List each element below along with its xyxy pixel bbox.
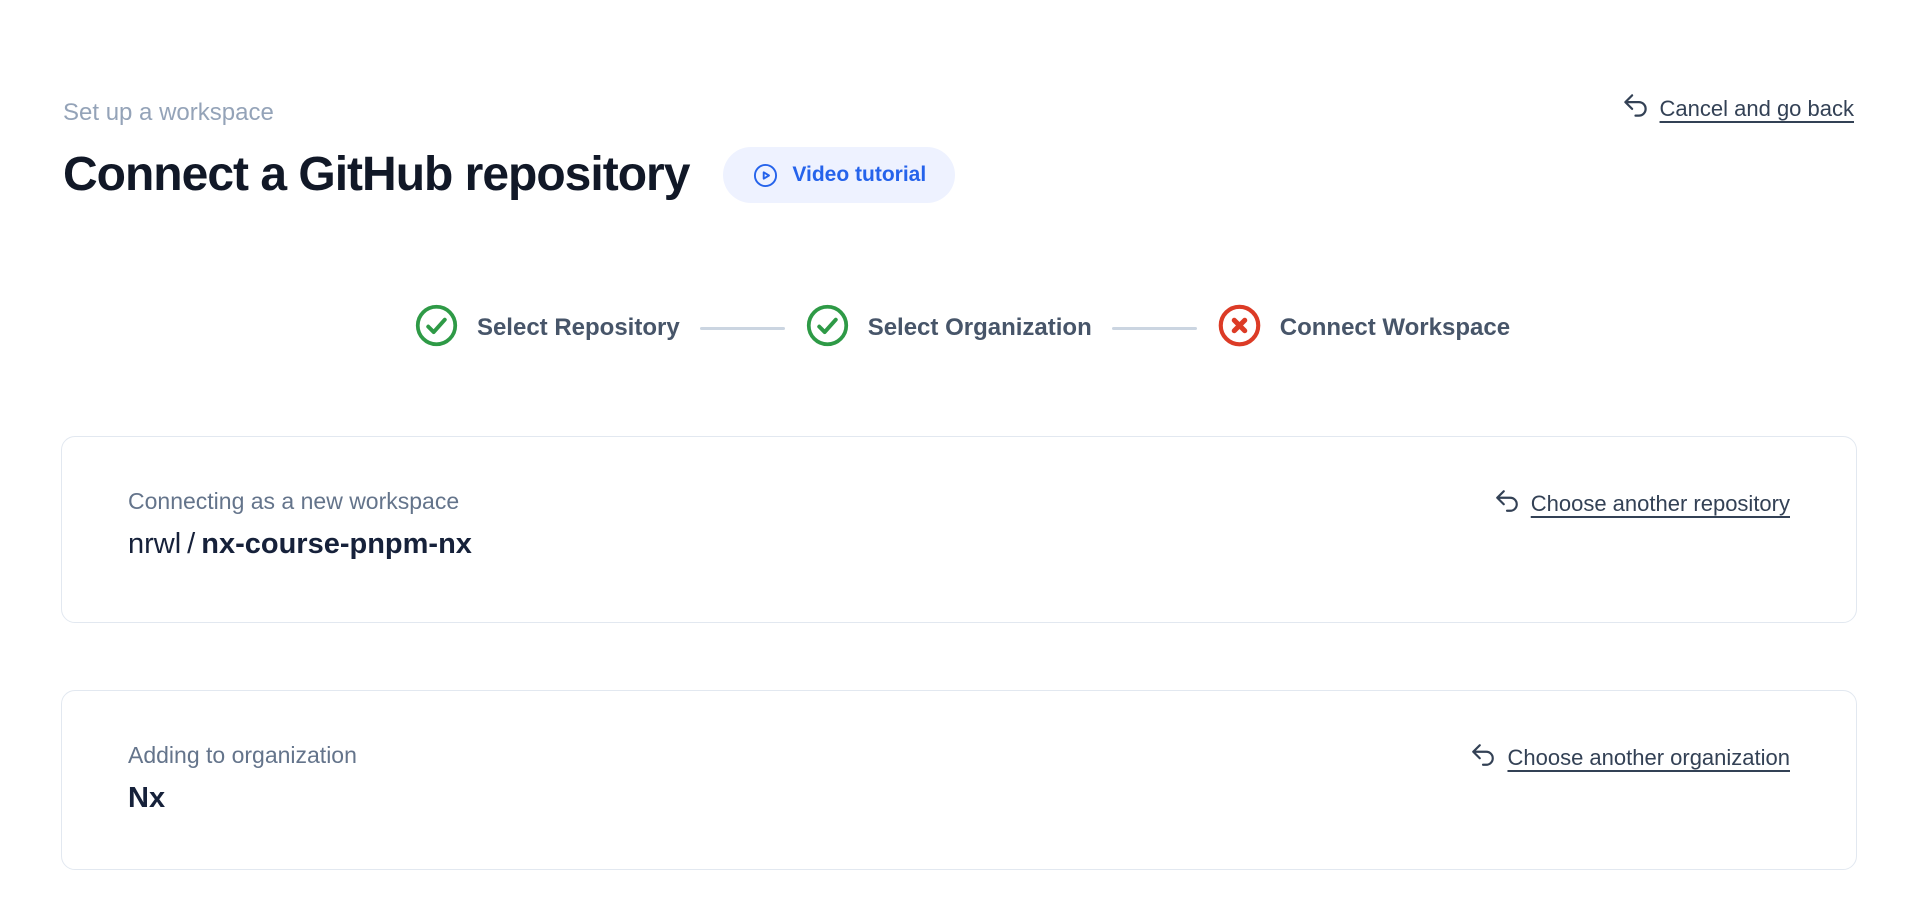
cancel-and-go-back-link[interactable]: Cancel and go back [1622,92,1854,125]
eyebrow-label: Set up a workspace [63,99,274,126]
organization-card-info: Adding to organization Nx [128,741,357,817]
step-label: Connect Workspace [1279,314,1511,341]
repository-card-label: Connecting as a new workspace [128,488,460,514]
stepper-connector [1111,326,1197,330]
choose-another-repository-link[interactable]: Choose another repository [1494,488,1790,520]
page-title: Connect a GitHub repository [63,148,690,201]
title-row: Connect a GitHub repository Video tutori… [63,146,956,204]
step-label: Select Repository [476,314,680,341]
organization-name-value: Nx [128,780,357,817]
repository-separator: / [187,528,196,560]
undo-arrow-icon [1494,488,1520,520]
play-circle-icon [752,162,779,189]
undo-arrow-icon [1470,742,1496,774]
repository-owner: nrwl [128,528,182,560]
undo-arrow-icon [1622,92,1649,125]
organization-card-label: Adding to organization [128,742,357,768]
stepper: Select Repository Select Organization Co… [0,303,1924,353]
choose-another-repository-label: Choose another repository [1530,491,1790,516]
choose-another-organization-label: Choose another organization [1507,745,1790,770]
repository-full-name: nrwl/nx-course-pnpm-nx [128,526,472,563]
repository-card-info: Connecting as a new workspace nrwl/nx-co… [128,487,472,563]
choose-another-organization-link[interactable]: Choose another organization [1470,742,1790,774]
repository-card: Connecting as a new workspace nrwl/nx-co… [61,436,1857,623]
video-tutorial-label: Video tutorial [792,163,927,186]
x-circle-icon [1217,303,1262,353]
repository-name: nx-course-pnpm-nx [201,528,472,560]
stepper-connector [699,326,785,330]
step-label: Select Organization [867,314,1092,341]
check-circle-icon [805,303,850,353]
organization-name: Nx [128,782,166,814]
check-circle-icon [414,303,459,353]
step-connect-workspace: Connect Workspace [1217,303,1510,353]
step-select-repository: Select Repository [414,303,680,353]
step-select-organization: Select Organization [805,303,1092,353]
video-tutorial-button[interactable]: Video tutorial [723,147,956,203]
cancel-and-go-back-label: Cancel and go back [1659,95,1854,121]
organization-card: Adding to organization Nx Choose another… [61,690,1857,870]
